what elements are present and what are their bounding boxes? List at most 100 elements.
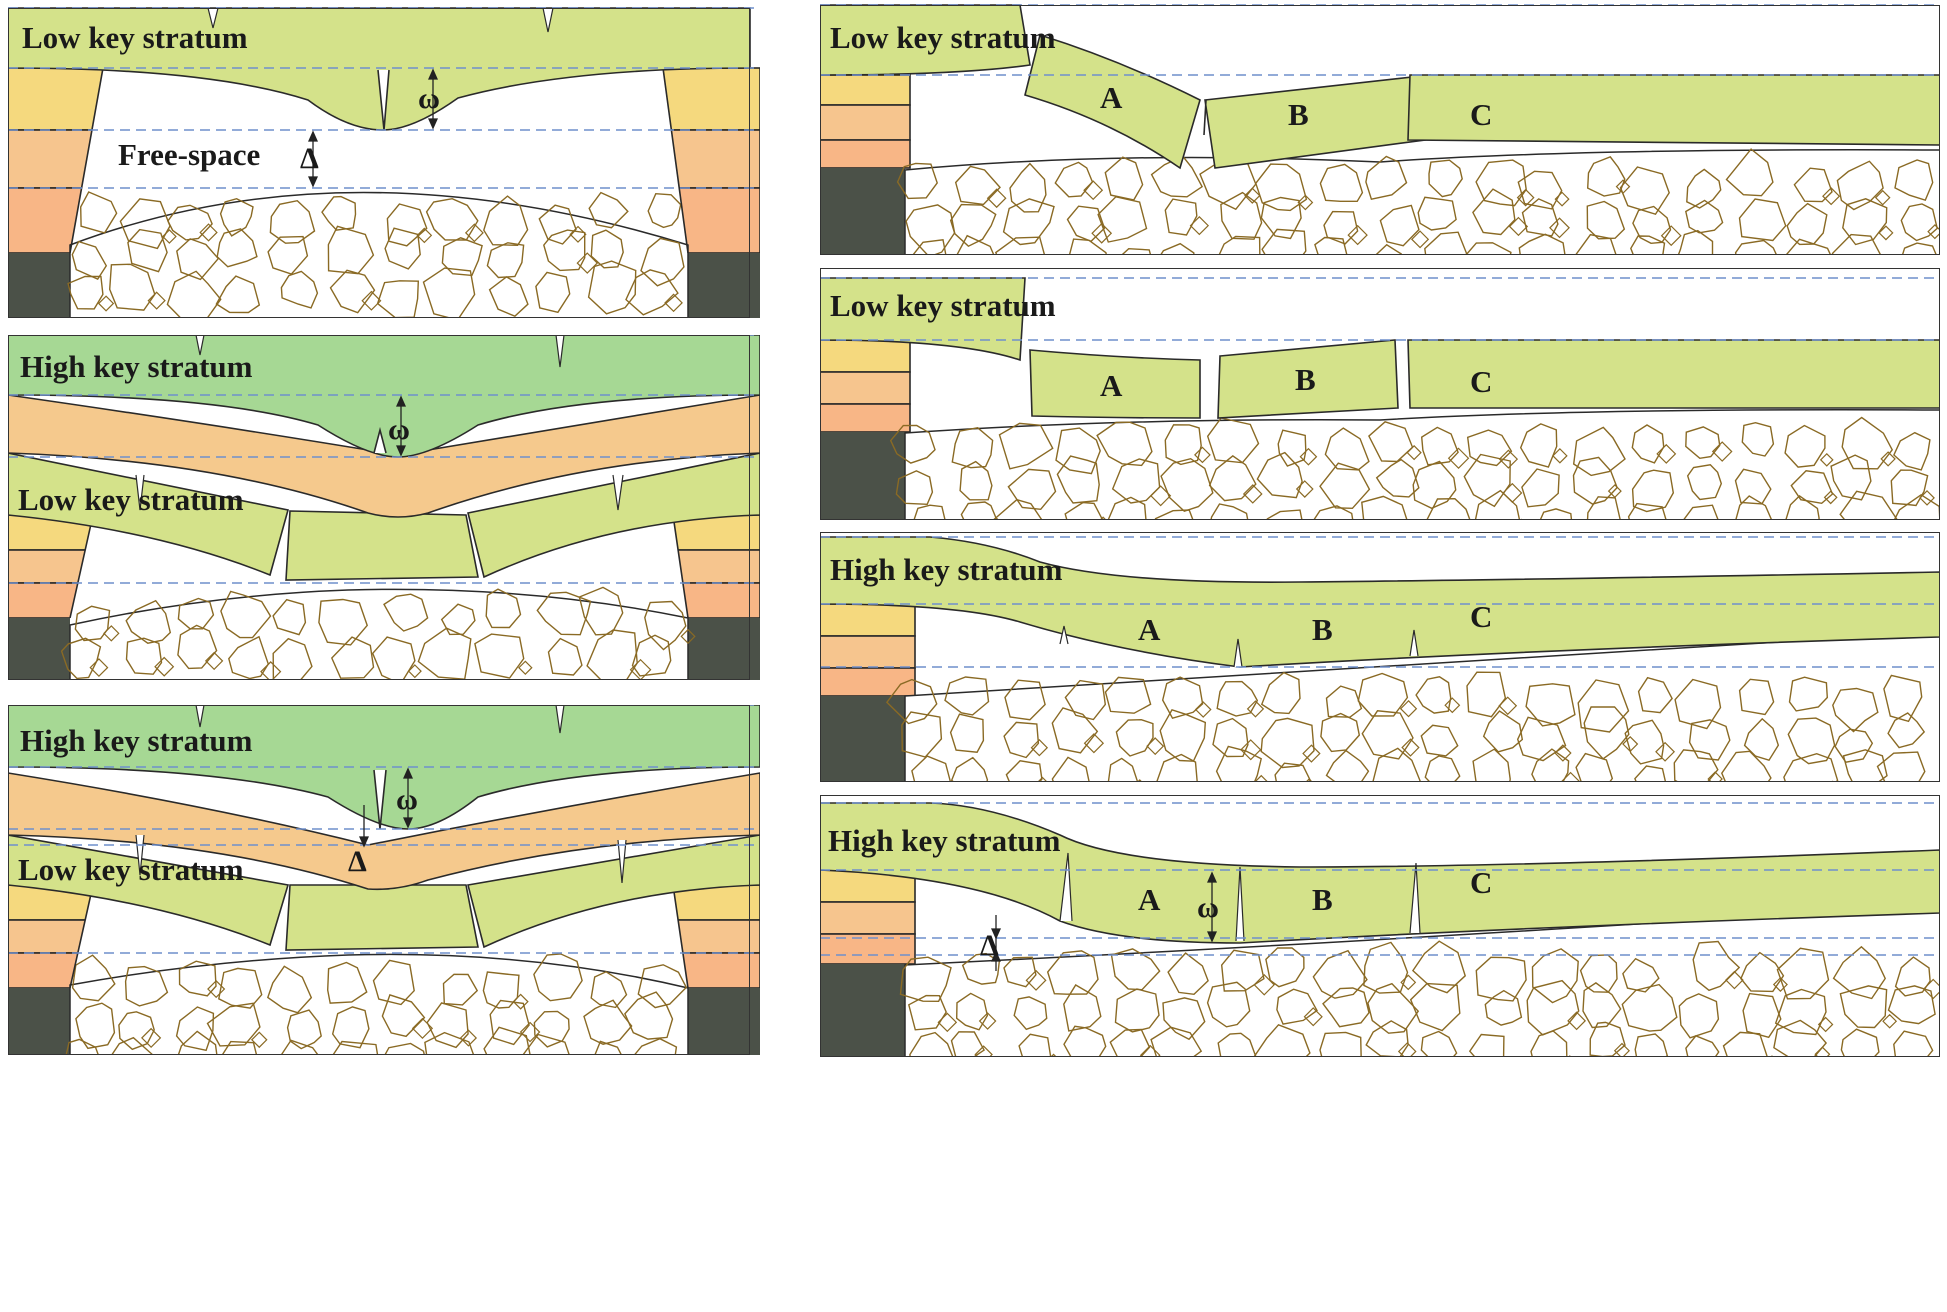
rock-fragment-icon	[896, 148, 1940, 255]
rock-fragment-icon	[1056, 455, 1100, 504]
rock-fragment-icon	[215, 275, 261, 314]
rock-fragment-icon	[1412, 460, 1457, 510]
rock-fragment-icon	[1831, 233, 1882, 255]
rock-fragment-icon	[1842, 749, 1888, 782]
block-c-label: C	[1470, 97, 1492, 132]
rock-fragment-icon	[1083, 733, 1105, 754]
rock-fragment-icon	[464, 223, 484, 243]
rock-fragment-icon	[1630, 235, 1666, 255]
panel-4-low-key-stratum-blocks: Low key stratum A B C	[820, 4, 1940, 255]
crack-icon	[555, 335, 565, 368]
rock-fragment-icon	[426, 1002, 469, 1049]
rock-fragment-icon	[1482, 710, 1524, 753]
rock-fragment-icon	[664, 293, 683, 313]
rock-fragment-icon	[955, 992, 989, 1031]
rock-fragment-icon	[640, 237, 685, 287]
rock-fragment-icon	[75, 1002, 116, 1050]
rock-fragment-icon	[1046, 950, 1099, 995]
rock-fragment-icon	[1878, 225, 1894, 241]
rock-fragment-icon	[1521, 198, 1559, 237]
block-a-label: A	[1100, 368, 1123, 403]
rock-fragment-icon	[1120, 247, 1152, 255]
block-c-label: C	[1470, 865, 1492, 900]
rock-fragment-icon	[960, 501, 998, 520]
rock-fragment-icon	[1742, 992, 1782, 1039]
rock-fragment-icon	[889, 416, 1940, 520]
rock-fragment-icon	[1678, 993, 1720, 1039]
block-b-label: B	[1295, 362, 1316, 397]
rock-fragment-icon	[543, 229, 586, 272]
crack-icon	[617, 839, 627, 884]
rock-fragment-icon	[1276, 988, 1318, 1025]
rock-fragment-icon	[330, 636, 375, 679]
rock-fragment-icon	[1160, 457, 1214, 512]
rock-fragment-icon	[329, 269, 376, 314]
rock-fragment-icon	[1357, 672, 1409, 717]
gob-top	[69, 588, 689, 680]
rock-fragment-icon	[1634, 1033, 1669, 1057]
coal-pillar-left	[8, 618, 70, 680]
rock-fragment-icon	[1519, 423, 1558, 468]
omega-label: ω	[1197, 891, 1219, 924]
rock-fragment-icon	[1115, 718, 1154, 757]
low-key-stratum-block-right	[467, 834, 760, 949]
rock-fragment-icon	[1055, 427, 1101, 475]
stratum-label: High key stratum	[830, 552, 1063, 587]
rock-fragment-icon	[482, 971, 520, 1009]
rock-fragment-icon	[950, 1031, 986, 1057]
rock-fragment-icon	[1521, 468, 1560, 508]
strata-layer-2	[820, 104, 911, 141]
rock-fragment-icon	[1484, 989, 1523, 1026]
high-stratum-label: High key stratum	[20, 349, 253, 384]
rock-fragment-icon	[590, 971, 628, 1009]
rock-fragment-icon	[519, 1021, 541, 1043]
rock-fragment-icon	[125, 637, 163, 675]
rock-fragment-icon	[533, 953, 583, 1002]
rock-fragment-icon	[1613, 1042, 1630, 1057]
rock-fragment-icon	[204, 651, 224, 671]
rock-fragment-icon	[1347, 224, 1368, 246]
rock-fragment-icon	[65, 1038, 100, 1055]
rock-fragment-icon	[1064, 501, 1104, 520]
rock-fragment-icon	[624, 991, 674, 1040]
rock-fragment-icon	[1266, 509, 1303, 520]
rock-fragment-icon	[1622, 957, 1660, 993]
rock-fragment-icon	[1277, 429, 1307, 467]
rock-fragment-icon	[424, 1031, 475, 1055]
rock-fragment-icon	[998, 422, 1054, 470]
rock-fragment-icon	[1159, 708, 1207, 762]
rock-fragment-icon	[79, 191, 118, 234]
rock-fragment-icon	[474, 633, 525, 679]
rock-fragment-icon	[89, 658, 109, 678]
rock-fragment-icon	[1655, 741, 1676, 762]
rock-fragment-icon	[1420, 426, 1459, 466]
coal-pillar-left	[8, 988, 70, 1055]
rock-fragment-icon	[177, 624, 218, 670]
rock-fragment-icon	[1324, 427, 1370, 471]
rock-fragment-icon	[318, 598, 368, 646]
rock-fragment-icon	[386, 203, 428, 247]
rock-fragment-icon	[1839, 490, 1898, 520]
rock-fragment-icon	[1894, 956, 1931, 997]
rock-fragment-icon	[1823, 490, 1838, 505]
rock-fragment-icon	[1063, 1025, 1107, 1057]
rock-fragment-icon	[1003, 721, 1040, 759]
rock-fragment-icon	[1776, 947, 1830, 1000]
rock-fragment-icon	[1444, 697, 1461, 714]
rock-fragment-icon	[103, 625, 120, 642]
rock-fragment-icon	[1880, 451, 1896, 467]
rock-fragment-icon	[1409, 982, 1461, 1032]
rock-fragment-icon	[1552, 448, 1568, 464]
coal-pillar	[820, 432, 905, 520]
coal-pillar-right	[688, 988, 760, 1055]
rock-fragment-icon	[125, 599, 172, 644]
rock-fragment-icon	[1841, 416, 1894, 470]
rock-fragment-icon	[899, 956, 952, 1003]
rock-fragment-icon	[1212, 717, 1249, 758]
rock-fragment-icon	[913, 504, 946, 520]
rock-fragment-icon	[1517, 170, 1563, 210]
rock-fragment-icon	[1586, 156, 1626, 197]
rock-fragment-icon	[60, 586, 696, 680]
rock-fragment-icon	[1785, 238, 1832, 255]
rock-fragment-icon	[1619, 166, 1670, 216]
